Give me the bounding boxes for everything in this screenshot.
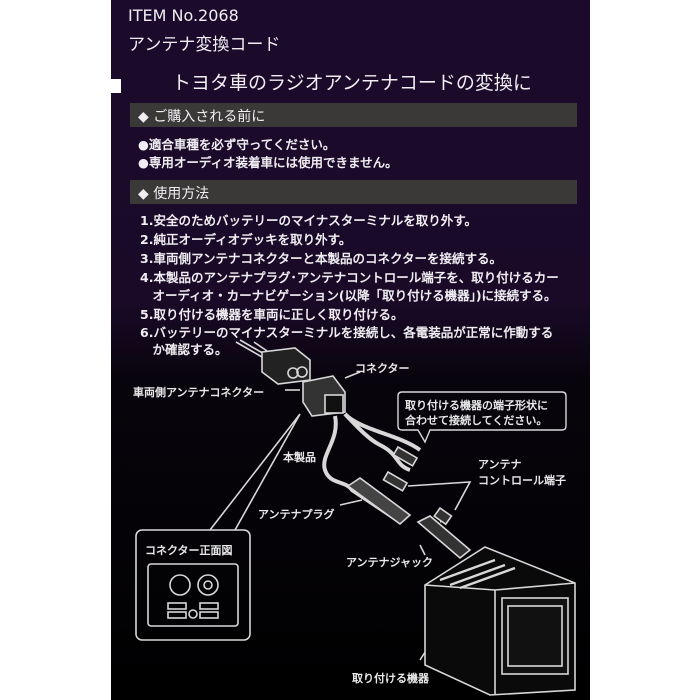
product-connector-shape <box>302 375 346 417</box>
label-antenna-control-1: アンテナ <box>478 458 522 471</box>
step-item: 5.取り付ける機器を車両に正しく取り付ける。 <box>140 307 404 322</box>
item-number: ITEM No.2068 <box>128 6 239 25</box>
head-unit-device <box>424 546 576 696</box>
note-item: ●専用オーディオ装着車には使用できません。 <box>138 155 398 170</box>
section-title: ◆ 使用方法 <box>138 186 210 202</box>
step-item: 4.本製品のアンテナプラグ･アンテナコントロール端子を、取り付けるカー <box>140 270 559 285</box>
section-header-usage: ◆ 使用方法 <box>130 180 577 204</box>
label-vehicle-connector: 車両側アンテナコネクター <box>133 386 265 399</box>
label-device: 取り付ける機器 <box>352 672 429 685</box>
marker-square <box>108 79 121 93</box>
label-product: 本製品 <box>283 451 316 464</box>
label-connector: コネクター <box>355 362 410 375</box>
label-antenna-jack: アンテナジャック <box>346 556 434 569</box>
callout-line-1: 取り付ける機器の端子形状に <box>405 399 548 412</box>
antenna-plug-shape <box>346 477 412 526</box>
step-item: 3.車両側アンテナコネクターと本製品のコネクターを接続する。 <box>140 251 502 266</box>
antenna-jack-shape <box>416 515 472 560</box>
callout-line-2: 合わせて接続してください。 <box>405 414 548 427</box>
label-antenna-control-2: コントロール端子 <box>478 474 566 487</box>
note-item: ●適合車種を必ず守ってください。 <box>138 137 336 152</box>
connector-front-view <box>135 529 251 641</box>
step-item: 2.純正オーディオデッキを取り外す。 <box>140 232 352 247</box>
control-terminal-shape <box>433 506 453 526</box>
product-name: アンテナ変換コード <box>128 35 281 55</box>
tagline: トヨタ車のラジオアンテナコードの変換に <box>172 72 532 94</box>
section-title: ◆ ご購入される前に <box>138 109 266 125</box>
section-header-before-purchase: ◆ ご購入される前に <box>130 103 577 127</box>
label-antenna-plug: アンテナプラグ <box>258 508 335 521</box>
step-item: オーディオ・カーナビゲーション(以降「取り付ける機器」)に接続する。 <box>140 288 557 303</box>
step-item: か確認する。 <box>140 342 228 357</box>
label-connector-front-view: コネクター正面図 <box>145 544 233 557</box>
vehicle-connector-shape <box>261 347 311 385</box>
step-item: 6.バッテリーのマイナスターミナルを接続し、各電装品が正常に作動する <box>140 325 554 340</box>
terminal-shapes <box>382 445 419 492</box>
step-item: 1.安全のためバッテリーのマイナスターミナルを取り外す。 <box>140 213 477 228</box>
